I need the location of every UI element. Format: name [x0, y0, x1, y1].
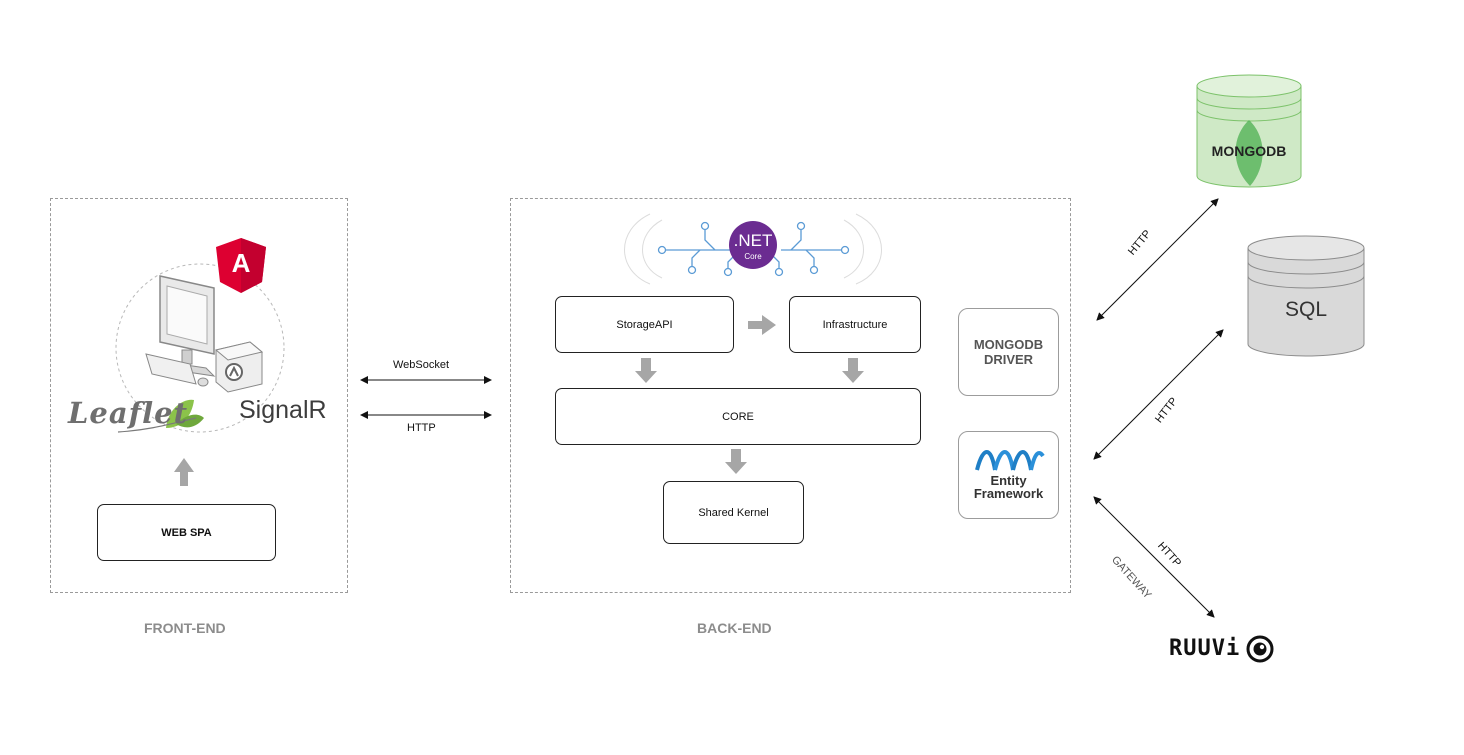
shared-kernel-label: Shared Kernel	[698, 506, 769, 519]
sql-label: SQL	[1284, 298, 1328, 321]
frontend-caption: FRONT-END	[144, 620, 226, 636]
core-to-kernel-arrow	[725, 449, 747, 474]
ruuvi-icon	[1246, 635, 1274, 663]
signalr-circle	[115, 263, 285, 433]
mongodb-driver-line2: DRIVER	[983, 352, 1034, 367]
mongodb-label: MONGODB	[1211, 143, 1287, 159]
storage-to-core-arrow	[635, 358, 657, 383]
frontend-panel	[50, 198, 348, 593]
ruuvi-label[interactable]: RUUVi	[1169, 636, 1241, 661]
storage-api-label: StorageAPI	[616, 318, 673, 331]
shared-kernel-box[interactable]: Shared Kernel	[663, 481, 804, 544]
webspa-up-arrow	[174, 458, 194, 486]
leaflet-logo: Leaflet	[68, 396, 188, 430]
storage-to-infra-arrow	[748, 315, 776, 335]
dotnet-logo	[729, 221, 777, 269]
http-label: HTTP	[407, 422, 436, 434]
infrastructure-box[interactable]: Infrastructure	[789, 296, 921, 353]
core-box[interactable]: CORE	[555, 388, 921, 445]
dotnet-sub-label: Core	[744, 252, 762, 261]
signalr-logo: SignalR	[239, 396, 327, 424]
entity-framework-line2: Framework	[973, 486, 1044, 501]
core-label: CORE	[722, 410, 754, 423]
angular-logo	[216, 238, 266, 293]
web-spa-box[interactable]: WEB SPA	[97, 504, 276, 561]
backend-caption: BACK-END	[697, 620, 772, 636]
infra-to-core-arrow	[842, 358, 864, 383]
mongodb-cylinder	[1196, 74, 1302, 188]
angular-letter: A	[231, 248, 251, 278]
leaflet-leaf-icon	[117, 399, 204, 433]
websocket-label: WebSocket	[393, 359, 450, 371]
backend-panel	[510, 198, 1071, 593]
dotnet-label: .NET	[733, 231, 773, 250]
web-spa-label: WEB SPA	[161, 526, 212, 539]
mongodb-driver-line1: MONGODB	[973, 337, 1044, 352]
entity-framework-line1: Entity	[990, 473, 1027, 488]
entity-framework-box[interactable]: Entity Framework	[958, 431, 1059, 519]
computer-icon	[145, 275, 264, 393]
sql-cylinder	[1247, 235, 1365, 357]
storage-api-box[interactable]: StorageAPI	[555, 296, 734, 353]
infrastructure-label: Infrastructure	[822, 318, 888, 331]
mongodb-driver-box[interactable]: MONGODB DRIVER	[958, 308, 1059, 396]
entity-framework-icon	[974, 450, 1045, 471]
